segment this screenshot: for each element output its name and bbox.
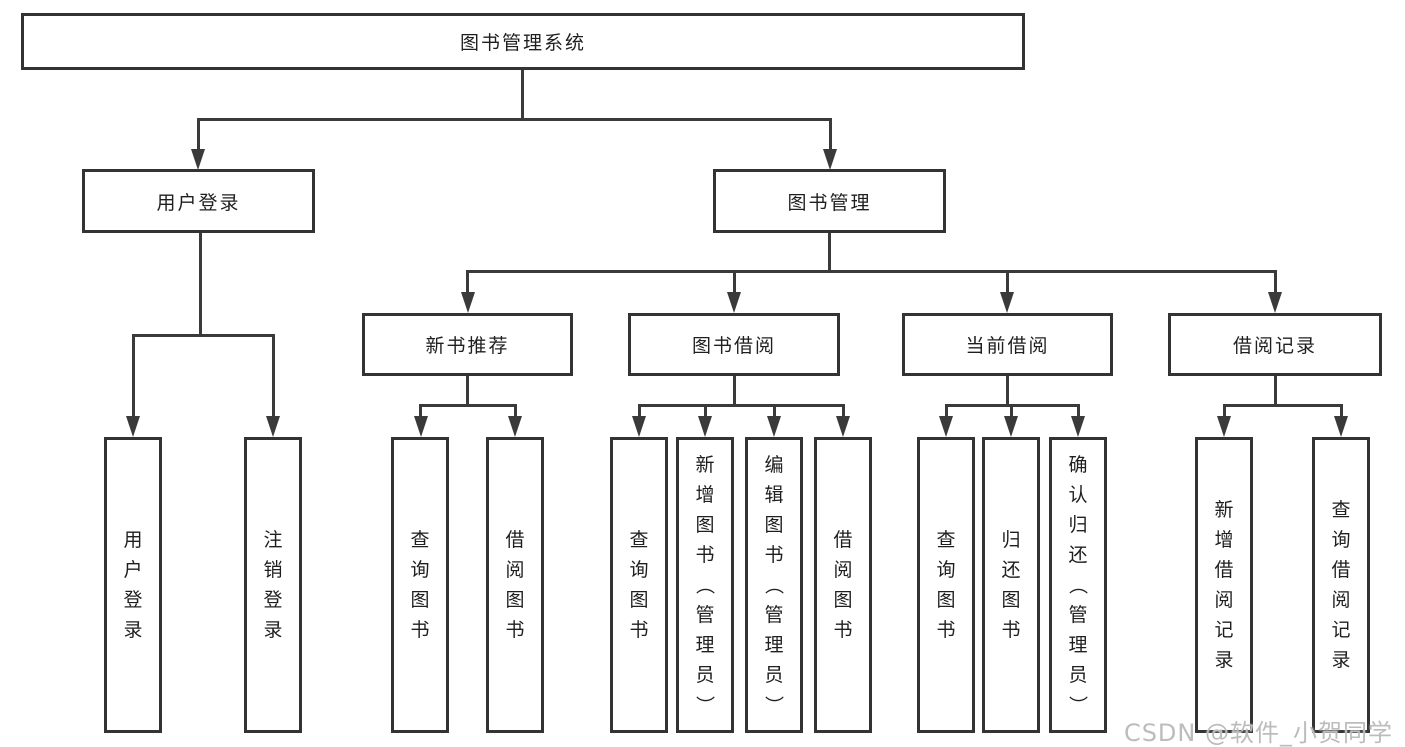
- connector-arm: [638, 404, 641, 417]
- arrowhead-icon: [1000, 292, 1014, 313]
- arrowhead-icon: [632, 416, 646, 437]
- leaf-confirm-return-admin-label: 确认归还（管理员）: [1066, 454, 1089, 715]
- leaf-logout: 注销登录: [244, 437, 302, 733]
- node-borrow-records: 借阅记录: [1168, 313, 1382, 376]
- leaf-add-books-admin: 新增图书（管理员）: [676, 437, 734, 733]
- connector-drop-logout: [272, 334, 275, 417]
- arrowhead-icon: [191, 149, 205, 170]
- node-current-borrow-label: 当前借阅: [965, 335, 1050, 357]
- arrowhead-icon: [1268, 292, 1282, 313]
- connector-new-book-rec-split: [419, 404, 517, 407]
- connector-book-mgmt-split: [466, 270, 1276, 273]
- connector-arm: [1340, 404, 1343, 417]
- leaf-add-borrow-record: 新增借阅记录: [1195, 437, 1253, 733]
- leaf-rec-borrow-books-label: 借阅图书: [505, 529, 525, 641]
- connector-drop-book-borrow: [733, 270, 736, 293]
- leaf-rec-borrow-books: 借阅图书: [486, 437, 544, 733]
- node-book-borrow-label: 图书借阅: [691, 335, 776, 357]
- connector-drop-new-book-rec: [466, 270, 469, 293]
- arrowhead-icon: [508, 416, 522, 437]
- arrowhead-icon: [1004, 416, 1018, 437]
- connector-arm: [1223, 404, 1226, 417]
- leaf-logout-label: 注销登录: [263, 529, 283, 641]
- watermark: CSDN @软件_小贺同学: [1123, 719, 1393, 747]
- leaf-query-borrow-record: 查询借阅记录: [1312, 437, 1370, 733]
- connector-arm: [1077, 404, 1080, 417]
- arrowhead-icon: [939, 416, 953, 437]
- connector-arm: [842, 404, 845, 417]
- connector-drop-book-mgmt: [829, 118, 832, 150]
- connector-arm: [945, 404, 948, 417]
- connector-book-borrow-split: [638, 404, 844, 407]
- connector-root-split: [197, 118, 831, 121]
- node-user-login: 用户登录: [82, 169, 315, 233]
- leaf-current-query-books: 查询图书: [917, 437, 975, 733]
- connector-borrow-records-stem: [1274, 376, 1277, 406]
- leaf-rec-query-books: 查询图书: [391, 437, 449, 733]
- arrowhead-icon: [1217, 416, 1231, 437]
- connector-borrow-records-split: [1223, 404, 1343, 407]
- arrowhead-icon: [823, 149, 837, 170]
- leaf-borrow-books-label: 借阅图书: [833, 529, 853, 641]
- connector-arm: [419, 404, 422, 417]
- leaf-user-login: 用户登录: [104, 437, 162, 733]
- connector-root-stem: [521, 70, 524, 120]
- node-new-book-rec-label: 新书推荐: [425, 335, 510, 357]
- connector-drop-user-login: [197, 118, 200, 150]
- leaf-user-login-label: 用户登录: [123, 529, 143, 641]
- node-library-system-label: 图书管理系统: [459, 32, 586, 54]
- connector-drop-login: [132, 334, 135, 417]
- arrowhead-icon: [836, 416, 850, 437]
- connector-user-login-stem: [199, 233, 202, 336]
- node-borrow-records-label: 借阅记录: [1232, 335, 1317, 357]
- leaf-borrow-books: 借阅图书: [814, 437, 872, 733]
- arrowhead-icon: [1071, 416, 1085, 437]
- node-user-login-label: 用户登录: [156, 191, 241, 214]
- leaf-borrow-query-books: 查询图书: [610, 437, 668, 733]
- connector-user-login-split: [132, 334, 274, 337]
- node-book-mgmt-label: 图书管理: [787, 191, 872, 214]
- node-library-system: 图书管理系统: [21, 13, 1025, 70]
- arrowhead-icon: [414, 416, 428, 437]
- leaf-edit-books-admin: 编辑图书（管理员）: [745, 437, 803, 733]
- arrowhead-icon: [767, 416, 781, 437]
- leaf-return-books-label: 归还图书: [1001, 529, 1021, 641]
- leaf-current-query-books-label: 查询图书: [936, 529, 956, 641]
- connector-current-borrow-stem: [1006, 376, 1009, 406]
- connector-arm: [514, 404, 517, 417]
- arrowhead-icon: [126, 416, 140, 437]
- connector-new-book-rec-stem: [466, 376, 469, 406]
- leaf-confirm-return-admin: 确认归还（管理员）: [1049, 437, 1107, 733]
- arrowhead-icon: [727, 292, 741, 313]
- connector-arm: [1010, 404, 1013, 417]
- leaf-return-books: 归还图书: [982, 437, 1040, 733]
- leaf-borrow-query-books-label: 查询图书: [629, 529, 649, 641]
- arrowhead-icon: [1334, 416, 1348, 437]
- leaf-add-books-admin-label: 新增图书（管理员）: [693, 454, 716, 715]
- node-new-book-rec: 新书推荐: [362, 313, 573, 376]
- connector-arm: [773, 404, 776, 417]
- connector-drop-borrow-records: [1274, 270, 1277, 293]
- node-book-borrow: 图书借阅: [628, 313, 840, 376]
- arrowhead-icon: [461, 292, 475, 313]
- node-current-borrow: 当前借阅: [902, 313, 1113, 376]
- leaf-query-borrow-record-label: 查询借阅记录: [1331, 499, 1351, 671]
- leaf-add-borrow-record-label: 新增借阅记录: [1214, 499, 1234, 671]
- connector-book-mgmt-stem: [828, 233, 831, 273]
- leaf-edit-books-admin-label: 编辑图书（管理员）: [762, 454, 785, 715]
- arrowhead-icon: [266, 416, 280, 437]
- node-book-mgmt: 图书管理: [713, 169, 946, 233]
- arrowhead-icon: [698, 416, 712, 437]
- leaf-rec-query-books-label: 查询图书: [410, 529, 430, 641]
- connector-drop-current-borrow: [1006, 270, 1009, 293]
- connector-arm: [704, 404, 707, 417]
- connector-book-borrow-stem: [733, 376, 736, 406]
